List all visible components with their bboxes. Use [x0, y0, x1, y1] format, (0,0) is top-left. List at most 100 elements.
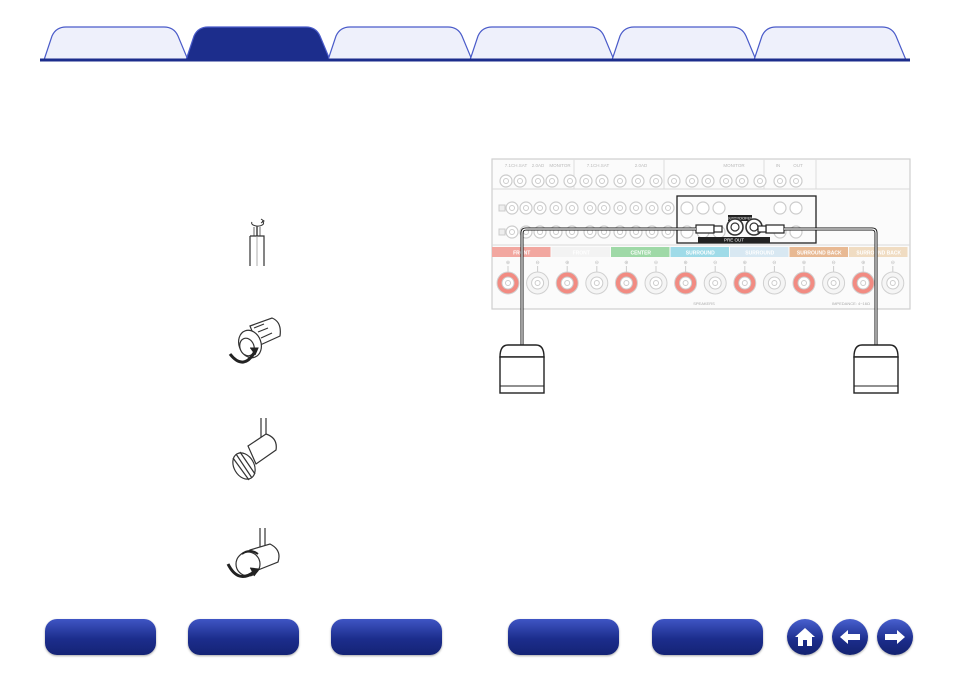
- panel-jack: [505, 225, 519, 239]
- tab-shape-6: [753, 26, 907, 61]
- panel-jack: [701, 174, 715, 188]
- panel-jack: [685, 174, 699, 188]
- panel-jack-core: [739, 178, 745, 184]
- panel-jack-core: [523, 205, 529, 211]
- panel-jack: [613, 201, 627, 215]
- speaker-channel-bar: [849, 247, 908, 257]
- tab-6[interactable]: [754, 27, 906, 60]
- tab-5[interactable]: [612, 27, 756, 60]
- tab-shape-1: [43, 26, 189, 61]
- speaker-channel-bar: [551, 247, 610, 257]
- panel-jack: [735, 174, 749, 188]
- tab-shape-5: [611, 26, 757, 61]
- panel-jack: [505, 201, 519, 215]
- bottom-nav-button-4[interactable]: [508, 619, 619, 655]
- speaker-terminal-hole: [741, 280, 748, 286]
- terminal-polarity: ⊕: [802, 260, 806, 266]
- panel-jack: [649, 174, 663, 188]
- stripped-cable-illustration: [249, 218, 265, 266]
- tab-2[interactable]: [186, 27, 330, 60]
- speaker-terminal-core: [738, 276, 752, 290]
- speaker-terminal-hole: [593, 280, 600, 286]
- panel-top-label: MONITOR: [549, 163, 571, 168]
- panel-top-label: 7.1CH.SAT: [505, 163, 528, 168]
- panel-jack-core: [587, 205, 593, 211]
- bottom-nav-button-1[interactable]: [45, 619, 156, 655]
- panel-jack-core: [671, 178, 677, 184]
- panel-jack-core: [509, 229, 515, 235]
- insert-wire-illustration: [232, 418, 277, 481]
- tab-shape-4: [469, 26, 615, 61]
- panel-jack-core: [617, 205, 623, 211]
- panel-jack: [533, 201, 547, 215]
- back-button[interactable]: [832, 619, 868, 655]
- bottom-nav-button-3[interactable]: [331, 619, 442, 655]
- speaker-terminal-hole: [771, 280, 778, 286]
- speaker-channel-label: FRONT: [573, 251, 590, 257]
- panel-jack-core: [599, 178, 605, 184]
- panel-jack-core: [705, 178, 711, 184]
- panel-jack: [773, 174, 787, 188]
- speaker-terminal-hole: [564, 280, 571, 286]
- speaker-terminal-hole: [712, 280, 719, 286]
- panel-jack: [789, 201, 803, 215]
- panel-jack: [645, 201, 659, 215]
- panel-jack-core: [567, 178, 573, 184]
- tab-1[interactable]: [44, 27, 188, 60]
- terminal-polarity: ⊕: [565, 260, 569, 266]
- panel-jack-core: [653, 178, 659, 184]
- panel-top-label: OUT: [793, 163, 803, 168]
- home-button[interactable]: [787, 619, 823, 655]
- panel-jack-core: [509, 205, 515, 211]
- speakers-caption: SPEAKERS: [693, 301, 715, 306]
- speaker-channel-bar: [611, 247, 670, 257]
- speaker-terminal-core: [649, 276, 663, 290]
- tab-shape-2: [185, 26, 331, 61]
- panel-jack-core: [635, 178, 641, 184]
- speaker-channel-bar: [670, 247, 729, 257]
- impedance-caption: IMPEDANCE: 4~16Ω: [832, 301, 870, 306]
- panel-top-label: 2.0AD: [532, 163, 545, 168]
- panel-jack-core: [777, 178, 783, 184]
- bottom-nav-button-5[interactable]: [652, 619, 763, 655]
- speaker-terminal-hole: [860, 280, 867, 286]
- terminal-polarity: ⊕: [861, 260, 865, 266]
- panel-jack-core: [793, 178, 799, 184]
- speaker-terminal-hole: [801, 280, 807, 286]
- terminal-polarity: ⊖: [535, 260, 539, 266]
- terminal-polarity: ⊕: [624, 260, 628, 266]
- speaker-channel-bar: [730, 247, 789, 257]
- terminal-polarity: ⊖: [595, 260, 599, 266]
- speaker-channel-label: SURROUND: [745, 251, 774, 257]
- panel-jack-core: [689, 178, 695, 184]
- speaker-terminal-core: [560, 276, 574, 290]
- tab-3[interactable]: [328, 27, 472, 60]
- speaker-channel-bar: [789, 247, 848, 257]
- panel-jack: [712, 201, 726, 215]
- panel-jack: [789, 174, 803, 188]
- forward-button[interactable]: [877, 619, 913, 655]
- panel-top-label: 7.1CH.SAT: [587, 163, 610, 168]
- speaker-terminal-core: [708, 276, 722, 290]
- panel-jack: [565, 201, 579, 215]
- speaker-channel-label: CENTER: [630, 251, 651, 257]
- speaker-terminal-core: [501, 276, 515, 290]
- terminal-polarity: ⊖: [713, 260, 717, 266]
- panel-jack-core: [583, 178, 589, 184]
- tab-4[interactable]: [470, 27, 614, 60]
- panel-jack: [499, 174, 513, 188]
- speaker-terminal-core: [886, 276, 900, 290]
- speaker-channel-label: SURROUND BACK: [856, 251, 901, 257]
- speaker-terminal-core: [856, 276, 870, 290]
- panel-jack: [613, 174, 627, 188]
- bottom-nav-button-2[interactable]: [188, 619, 299, 655]
- speaker-terminal-core: [827, 276, 841, 290]
- panel-jack-core: [633, 205, 639, 211]
- home-icon: [795, 628, 815, 646]
- arrow-left-icon: [840, 630, 860, 644]
- panel-jack-core: [723, 178, 729, 184]
- subwoofer-right-icon: [853, 344, 899, 394]
- panel-jack-core: [517, 178, 523, 184]
- terminal-polarity: ⊖: [891, 260, 895, 266]
- panel-jack: [513, 174, 527, 188]
